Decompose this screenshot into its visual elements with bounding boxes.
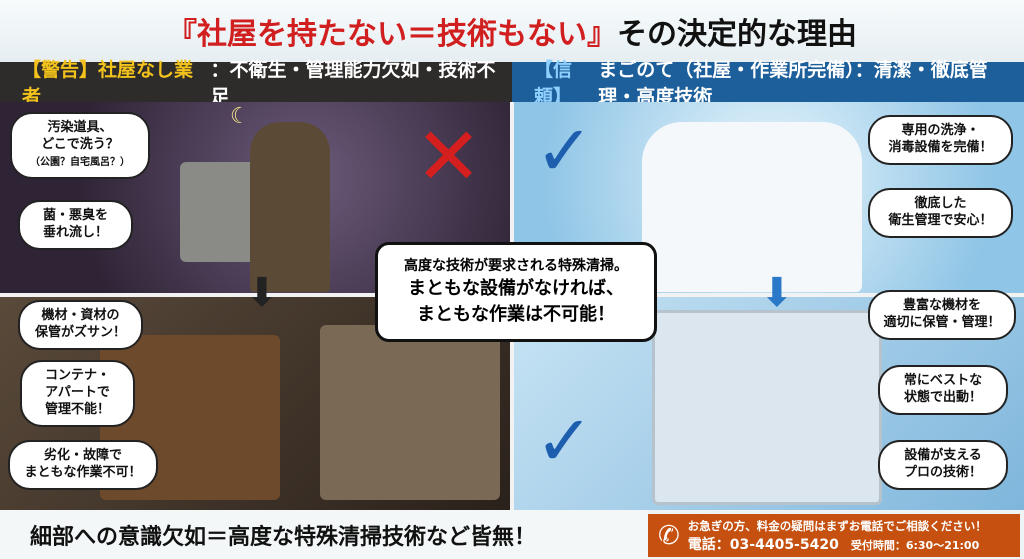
speech-bubble: 設備が支える プロの技術！ xyxy=(878,440,1008,490)
title-highlight: 『社屋を持たない＝技術もない』 xyxy=(167,17,617,52)
left-header-tag: 【警告】社屋なし業者 xyxy=(22,59,194,108)
page-title: 『社屋を持たない＝技術もない』その決定的な理由 xyxy=(0,0,1024,62)
speech-bubble: コンテナ・ アパートで 管理不能！ xyxy=(20,360,135,427)
cleaning-staff-illustration xyxy=(642,122,862,292)
footer-message: 細部への意識欠如＝高度な特殊清掃技術など皆無！ xyxy=(0,510,648,559)
speech-bubble: 徹底した 衛生管理で安心！ xyxy=(868,188,1013,238)
phone-icon: ✆ xyxy=(658,520,680,551)
bubble-subtext: （公園？自宅風呂？） xyxy=(30,156,130,168)
right-header: 【信頼】まごのて（社屋・作業所完備）：清潔・徹底管理・高度技術 xyxy=(512,59,1024,108)
speech-bubble: 豊富な機材を 適切に保管・管理！ xyxy=(868,290,1016,340)
bubble-text: 汚染道具、 どこで洗う？ xyxy=(41,120,119,152)
left-header-text: ：不衛生・管理能力欠如・技術不足 xyxy=(210,59,496,108)
right-header-tag: 【信頼】 xyxy=(534,59,573,108)
warehouse-illustration xyxy=(652,310,882,505)
moon-icon: ☾ xyxy=(230,104,250,129)
contact-box[interactable]: ✆ お急ぎの方、料金の疑問はまずお電話でご相談ください！ 電話：03-4405-… xyxy=(648,514,1020,557)
center-line2: まともな設備がなければ、 まともな作業は不可能！ xyxy=(408,278,624,326)
speech-bubble: 専用の洗浄・ 消毒設備を完備！ xyxy=(868,115,1013,165)
arrow-down-icon: ⬇ xyxy=(760,270,794,316)
title-rest: その決定的な理由 xyxy=(617,17,857,52)
phone-number[interactable]: 電話：03-4405-5420 xyxy=(687,536,839,553)
speech-bubble: 常にベストな 状態で出動！ xyxy=(878,365,1008,415)
left-header: 【警告】社屋なし業者 ：不衛生・管理能力欠如・技術不足 xyxy=(0,59,512,108)
apartment-illustration xyxy=(320,325,500,500)
worker-illustration xyxy=(250,122,330,292)
center-line1: 高度な技術が要求される特殊清掃。 xyxy=(404,257,628,274)
center-message: 高度な技術が要求される特殊清掃。まともな設備がなければ、 まともな作業は不可能！ xyxy=(375,242,657,342)
speech-bubble: 劣化・故障で まともな作業不可！ xyxy=(8,440,158,490)
arrow-down-icon: ⬇ xyxy=(245,270,279,316)
speech-bubble: 菌・悪臭を 垂れ流し！ xyxy=(18,200,133,250)
cross-icon: ✕ xyxy=(415,110,483,203)
speech-bubble: 汚染道具、 どこで洗う？ （公園？自宅風呂？） xyxy=(10,112,150,179)
contact-note: お急ぎの方、料金の疑問はまずお電話でご相談ください！ xyxy=(687,518,987,533)
check-icon: ✓ xyxy=(535,110,594,192)
right-header-text: まごのて（社屋・作業所完備）：清潔・徹底管理・高度技術 xyxy=(598,59,988,108)
business-hours: 受付時間：6:30～21:00 xyxy=(850,538,980,552)
speech-bubble: 機材・資材の 保管がズサン！ xyxy=(18,300,143,350)
check-icon: ✓ xyxy=(535,400,594,482)
